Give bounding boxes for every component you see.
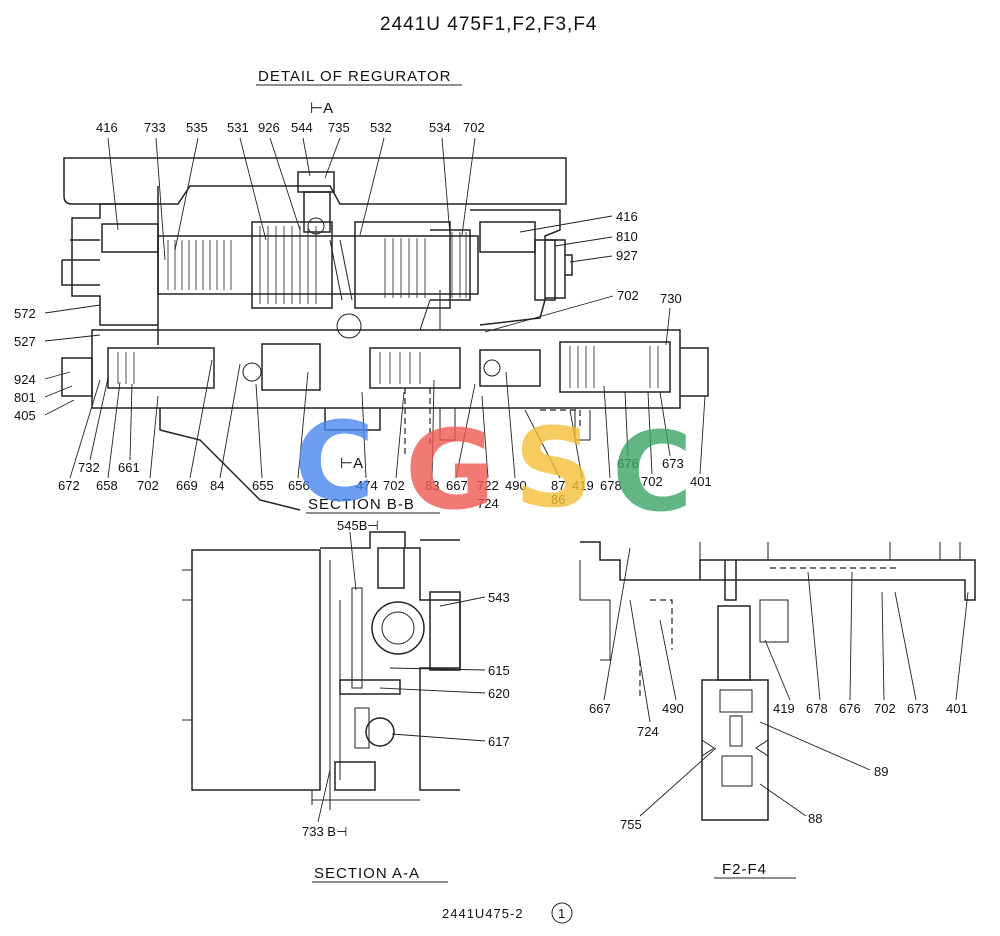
label-672: 672 [58, 478, 80, 493]
label-661: 661 [118, 460, 140, 475]
label-617: 617 [488, 734, 510, 749]
label-667: 667 [446, 478, 468, 493]
section-f2f4-title: F2-F4 [722, 861, 767, 878]
label-87: 87 [551, 478, 565, 493]
label-84: 84 [210, 478, 224, 493]
label-722: 722 [477, 478, 499, 493]
label-801: 801 [14, 390, 36, 405]
label-669: 669 [176, 478, 198, 493]
label-405: 405 [14, 408, 36, 423]
watermark: C G S C [294, 398, 693, 536]
label-620: 620 [488, 686, 510, 701]
spring-lower [117, 346, 659, 388]
label-416-top: 416 [96, 120, 118, 135]
section-aa-title: SECTION A-A [314, 865, 420, 882]
label-543: 543 [488, 590, 510, 605]
label-667-f2: 667 [589, 701, 611, 716]
label-534: 534 [429, 120, 451, 135]
cut-marker-545: 545B⊣ [337, 518, 379, 533]
labels-top: 416 733 535 531 926 544 735 532 534 702 [96, 120, 485, 261]
watermark-letter-g: G [405, 406, 495, 534]
label-673: 673 [662, 456, 684, 471]
label-419: 419 [572, 478, 594, 493]
label-673-f2: 673 [907, 701, 929, 716]
label-656: 656 [288, 478, 310, 493]
label-732: 732 [78, 460, 100, 475]
label-532: 532 [370, 120, 392, 135]
label-490: 490 [505, 478, 527, 493]
watermark-letter-c1: C [294, 398, 375, 526]
label-88: 88 [808, 811, 822, 826]
label-724: 724 [477, 496, 499, 511]
label-676-f2: 676 [839, 701, 861, 716]
label-733: 733 [144, 120, 166, 135]
drawing-title: 2441U 475F1,F2,F3,F4 [380, 14, 598, 35]
label-724-f2: 724 [637, 724, 659, 739]
sheet-number: 1 [558, 906, 566, 921]
watermark-letter-s: S [514, 404, 593, 532]
label-490-f2: 490 [662, 701, 684, 716]
label-810: 810 [616, 229, 638, 244]
labels-bottom: 672 732 658 661 702 669 84 655 656 474 7… [58, 359, 712, 511]
watermark-letter-c2: C [612, 408, 693, 536]
cut-marker-top: ⊢A [310, 100, 333, 117]
label-89: 89 [874, 764, 888, 779]
label-702-b2: 702 [383, 478, 405, 493]
label-735: 735 [328, 120, 350, 135]
cut-marker-bottom: ⊢A [340, 455, 363, 472]
regulator-body [61, 157, 709, 511]
labels-f2f4: 667 724 490 419 678 676 702 673 401 89 7… [589, 547, 969, 832]
label-924: 924 [14, 372, 36, 387]
labels-left: 572 527 924 801 405 [14, 304, 101, 423]
label-83: 83 [425, 478, 439, 493]
spring-left [167, 226, 317, 304]
label-678: 678 [600, 478, 622, 493]
label-702-b3: 702 [641, 474, 663, 489]
label-702-b1: 702 [137, 478, 159, 493]
cut-marker-733: 733 B⊣ [302, 824, 347, 839]
label-535: 535 [186, 120, 208, 135]
label-401-f2: 401 [946, 701, 968, 716]
label-676: 676 [617, 456, 639, 471]
label-419-f2: 419 [773, 701, 795, 716]
label-655: 655 [252, 478, 274, 493]
label-401: 401 [690, 474, 712, 489]
section-aa-view [182, 531, 461, 810]
detail-heading: DETAIL OF REGURATOR [258, 68, 451, 85]
label-702-f2: 702 [874, 701, 896, 716]
f2f4-view [579, 541, 976, 821]
label-474: 474 [356, 478, 378, 493]
label-416-right: 416 [616, 209, 638, 224]
label-544: 544 [291, 120, 313, 135]
label-730: 730 [660, 291, 682, 306]
labels-right: 416 810 927 702 730 [484, 209, 682, 346]
label-658: 658 [96, 478, 118, 493]
label-927: 927 [616, 248, 638, 263]
label-755: 755 [620, 817, 642, 832]
label-702-right: 702 [617, 288, 639, 303]
label-527: 527 [14, 334, 36, 349]
footer-drawing-number: 2441U475-2 [442, 906, 524, 921]
label-702-top: 702 [463, 120, 485, 135]
section-bb-title: SECTION B-B [308, 496, 415, 513]
label-86: 86 [551, 492, 565, 507]
label-615: 615 [488, 663, 510, 678]
label-572: 572 [14, 306, 36, 321]
label-678-f2: 678 [806, 701, 828, 716]
label-926: 926 [258, 120, 280, 135]
sheet-number-circle [551, 902, 573, 924]
spring-right [384, 232, 467, 298]
label-531: 531 [227, 120, 249, 135]
